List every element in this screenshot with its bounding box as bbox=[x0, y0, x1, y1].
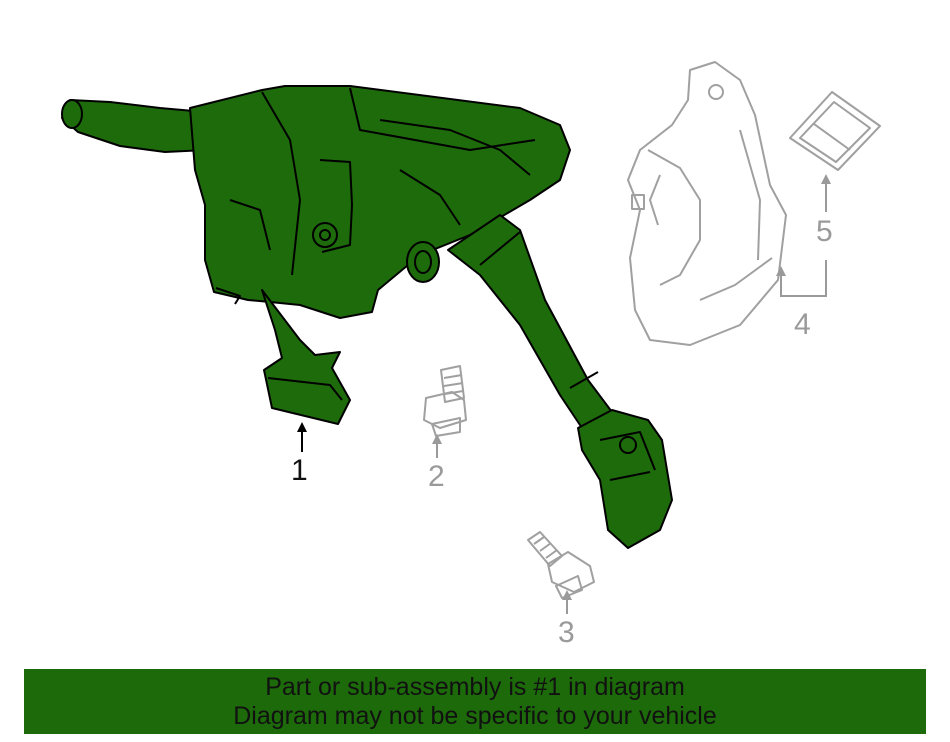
callout-5[interactable]: 5 bbox=[816, 215, 833, 248]
banner-line-2: Diagram may not be specific to your vehi… bbox=[233, 701, 717, 730]
leader-lines bbox=[297, 174, 831, 614]
steering-column-assembly[interactable] bbox=[61, 85, 673, 549]
column-cover-part-4 bbox=[627, 61, 787, 346]
callout-4[interactable]: 4 bbox=[794, 308, 811, 341]
notice-banner: Part or sub-assembly is #1 in diagram Di… bbox=[24, 669, 926, 734]
bolt-part-3 bbox=[527, 531, 595, 599]
callout-3[interactable]: 3 bbox=[558, 616, 575, 649]
callout-1[interactable]: 1 bbox=[291, 454, 308, 487]
banner-line-1: Part or sub-assembly is #1 in diagram bbox=[265, 672, 685, 701]
clip-part-5 bbox=[789, 91, 881, 171]
callout-2[interactable]: 2 bbox=[428, 460, 445, 493]
bolt-part-2 bbox=[423, 365, 467, 437]
